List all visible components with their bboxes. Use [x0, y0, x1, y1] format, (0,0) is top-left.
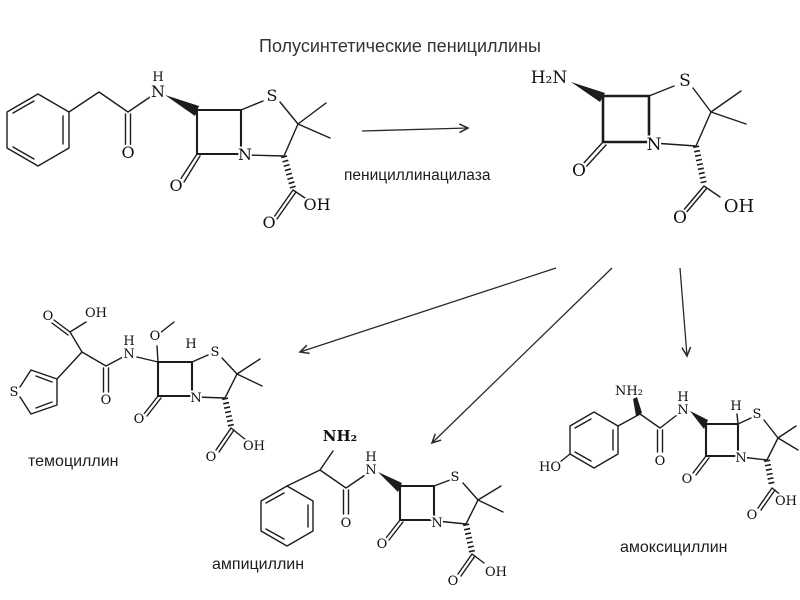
atom-label-s: S: [10, 385, 19, 400]
atom-label-oh: OH: [85, 306, 107, 321]
atom-label-s: S: [211, 345, 220, 360]
beta-lactam-ring: [195, 108, 243, 156]
atom-label-s: S: [451, 470, 460, 485]
atom-label-nh2: NH₂: [323, 427, 357, 445]
atom-label-n: N: [190, 391, 201, 406]
atom-label-n: N: [735, 451, 746, 466]
benzene-ring: [569, 411, 619, 469]
benzene-ring: [260, 485, 314, 547]
atom-label-n: N: [238, 145, 252, 164]
reaction-arrow: [361, 123, 470, 134]
atom-label-n: N: [677, 403, 688, 418]
compound-label-temocillin: темоциллин: [28, 453, 119, 470]
beta-lactam-ring: [601, 94, 651, 144]
bonds-skeleton: [286, 450, 504, 577]
molecule-benzylpenicillin: O H N O N S O OH: [6, 68, 333, 234]
enzyme-label: пенициллинацилаза: [344, 167, 491, 184]
wedge-bond: [378, 472, 402, 492]
atom-label-s: S: [267, 86, 278, 105]
atom-label-o: O: [448, 574, 459, 589]
page-title: Полусинтетические пенициллины: [259, 36, 541, 56]
beta-lactam-ring: [704, 422, 740, 458]
atom-label-s: S: [753, 407, 762, 422]
atom-label-h: H: [123, 334, 134, 349]
atom-label-o: O: [206, 450, 217, 465]
atom-label-n: N: [431, 516, 442, 531]
molecule-amoxicillin: NH₂ HO O H N H O N S O OH амоксициллин: [537, 382, 799, 556]
atom-label-o: O: [169, 176, 182, 195]
atom-label-o: O: [101, 393, 112, 408]
atom-label-n: N: [647, 135, 662, 155]
atom-label-o: O: [747, 508, 758, 523]
wedge-bond: [571, 82, 605, 102]
bonds-skeleton: [68, 91, 331, 220]
bonds-skeleton: [581, 85, 747, 215]
atom-label-h: H: [730, 399, 741, 414]
atom-label-n: N: [151, 82, 165, 101]
atom-label-oh: OH: [775, 494, 797, 509]
bonds-skeleton: [559, 413, 799, 511]
atom-label-h: H: [677, 390, 688, 405]
atom-label-oh: OH: [724, 196, 754, 217]
atom-label-h: H: [365, 450, 376, 465]
molecule-ampicillin: NH₂ O H N O N S O OH ампициллин: [212, 425, 509, 591]
atom-label-o: O: [572, 161, 586, 181]
atom-label-o: O: [682, 472, 693, 487]
atom-label-s: S: [679, 71, 691, 91]
atom-label-n: N: [365, 463, 376, 478]
atom-label-h2n: H₂N: [531, 68, 568, 88]
beta-lactam-ring: [398, 484, 436, 522]
atom-label-o: O: [150, 329, 161, 344]
atom-label-o: O: [655, 454, 666, 469]
hashed-bond: [222, 397, 234, 427]
atom-label-o: O: [377, 537, 388, 552]
wedge-bond-nh2: [633, 397, 642, 416]
hashed-bond: [281, 155, 296, 189]
molecule-temocillin: S O OH O H N O H O N S O OH темоциллин: [8, 304, 267, 470]
atom-label-o: O: [121, 143, 134, 162]
benzene-ring: [6, 93, 70, 167]
hashed-bond: [693, 145, 707, 185]
atom-label-o: O: [134, 412, 145, 427]
atom-label-o: O: [43, 309, 54, 324]
atom-label-oh: OH: [243, 439, 265, 454]
compound-label-amoxicillin: амоксициллин: [620, 539, 727, 556]
thiophene-ring: [19, 369, 58, 415]
arrow-to-amoxicillin: [679, 267, 692, 358]
atom-label-oh: OH: [485, 565, 507, 580]
atom-label-h: H: [152, 70, 163, 85]
beta-lactam-ring: [156, 360, 194, 398]
atom-label-oh: OH: [303, 195, 330, 214]
hashed-bond: [463, 523, 475, 553]
wedge-bond: [165, 95, 199, 116]
atom-label-h: H: [185, 337, 196, 352]
molecule-6-apa: H₂N O N S O OH: [529, 66, 756, 230]
hashed-bond: [764, 459, 775, 487]
atom-label-o: O: [262, 213, 275, 232]
atom-label-o: O: [673, 208, 687, 228]
wedge-bond: [690, 411, 708, 429]
atom-label-n: N: [123, 347, 134, 362]
arrow-to-ampicillin: [430, 267, 613, 445]
bonds-skeleton: [51, 319, 263, 453]
arrow-to-temocillin: [298, 267, 557, 355]
atom-label-o: O: [341, 516, 352, 531]
atom-label-ho: HO: [539, 460, 561, 475]
atom-label-nh2: NH₂: [615, 384, 643, 399]
compound-label-ampicillin: ампициллин: [212, 556, 304, 573]
